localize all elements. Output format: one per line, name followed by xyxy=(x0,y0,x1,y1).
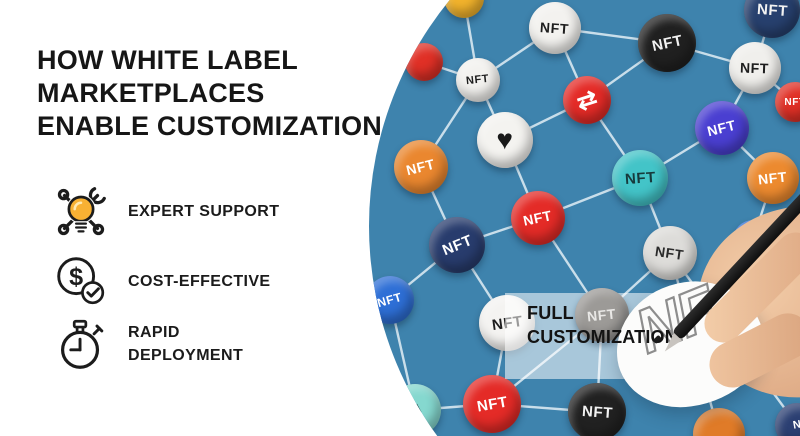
badge-nft-red-mid: NFT xyxy=(511,191,565,245)
svg-text:$: $ xyxy=(69,263,83,291)
badge-nft-white-a: NFT xyxy=(456,58,500,102)
badge-amber-partial xyxy=(444,0,484,18)
badge-nft-orange-left: NFT xyxy=(394,140,448,194)
feature-label: EXPERT SUPPORT xyxy=(128,203,280,221)
feature-expert-support: EXPERT SUPPORT xyxy=(50,181,288,243)
badge-label: NFT xyxy=(404,155,438,179)
title-line-3: ENABLE CUSTOMIZATION xyxy=(37,111,382,141)
badge-label: NFT xyxy=(654,243,686,263)
expand-arrows-icon: ⇄ xyxy=(572,83,602,117)
title-line-1: HOW WHITE LABEL xyxy=(37,45,298,75)
badge-label: N xyxy=(791,418,800,432)
badge-nft-indigo: NFT xyxy=(695,101,749,155)
badge-nft-white-top: NFT xyxy=(529,2,581,54)
badge-red-edge xyxy=(405,43,443,81)
dollar-check-icon: $ xyxy=(57,257,105,305)
badge-label: NFT xyxy=(522,207,554,229)
overlay-label: FULL CUSTOMIZATION xyxy=(527,301,678,349)
badge-label: NFT xyxy=(475,392,509,416)
badge-nft-silver: NFT xyxy=(643,226,697,280)
badge-nft-blue-edge: NFT xyxy=(369,276,414,324)
badge-label: NFT xyxy=(375,289,405,311)
badge-nft-navy-mid: NFT xyxy=(429,217,485,273)
badge-label: NFT xyxy=(539,19,571,37)
badge-nft-red-edge-r: NFT xyxy=(775,82,800,122)
tools-lightbulb-icon xyxy=(57,187,106,236)
badge-label: M xyxy=(405,400,425,420)
badge-nft-red-bottom: NFT xyxy=(463,375,521,433)
heart-icon: ♥ xyxy=(496,124,514,155)
badge-white-heart: ♥ xyxy=(477,112,533,168)
page-title: HOW WHITE LABEL MARKETPLACES ENABLE CUST… xyxy=(37,44,382,143)
badge-label: NFT xyxy=(740,59,770,77)
title-line-2: MARKETPLACES xyxy=(37,78,265,108)
badge-label: NFT xyxy=(757,168,789,188)
badge-label: NFT xyxy=(650,31,684,55)
badge-nft-white-right: NFT xyxy=(729,42,781,94)
stopwatch-icon xyxy=(60,319,104,369)
feature-label: COST-EFFECTIVE xyxy=(128,273,271,291)
badge-label: NFT xyxy=(705,116,739,140)
badge-mint-m: M xyxy=(389,384,441,436)
feature-label: RAPID DEPLOYMENT xyxy=(128,323,244,364)
badge-red-expand-arrows: ⇄ xyxy=(563,76,611,124)
badge-label: NFT xyxy=(755,0,789,20)
badge-nft-black-bottom: NFT xyxy=(568,383,626,436)
badge-label: NFT xyxy=(465,72,491,88)
badge-nft-black-top: NFT xyxy=(638,14,696,72)
overlay-label-line-1: FULL xyxy=(527,303,574,323)
badge-label: NFT xyxy=(580,402,614,422)
feature-rapid-deployment: RAPID DEPLOYMENT xyxy=(50,313,288,375)
badge-label: NFT xyxy=(439,231,475,259)
badge-label: NFT xyxy=(623,168,657,188)
overlay-label-line-2: CUSTOMIZATION xyxy=(527,327,678,347)
badge-label: NFT xyxy=(784,96,800,108)
badge-nft-teal: NFT xyxy=(612,150,668,206)
feature-cost-effective: $ COST-EFFECTIVE xyxy=(50,251,288,313)
badge-nft-orange-right: NFT xyxy=(747,152,799,204)
